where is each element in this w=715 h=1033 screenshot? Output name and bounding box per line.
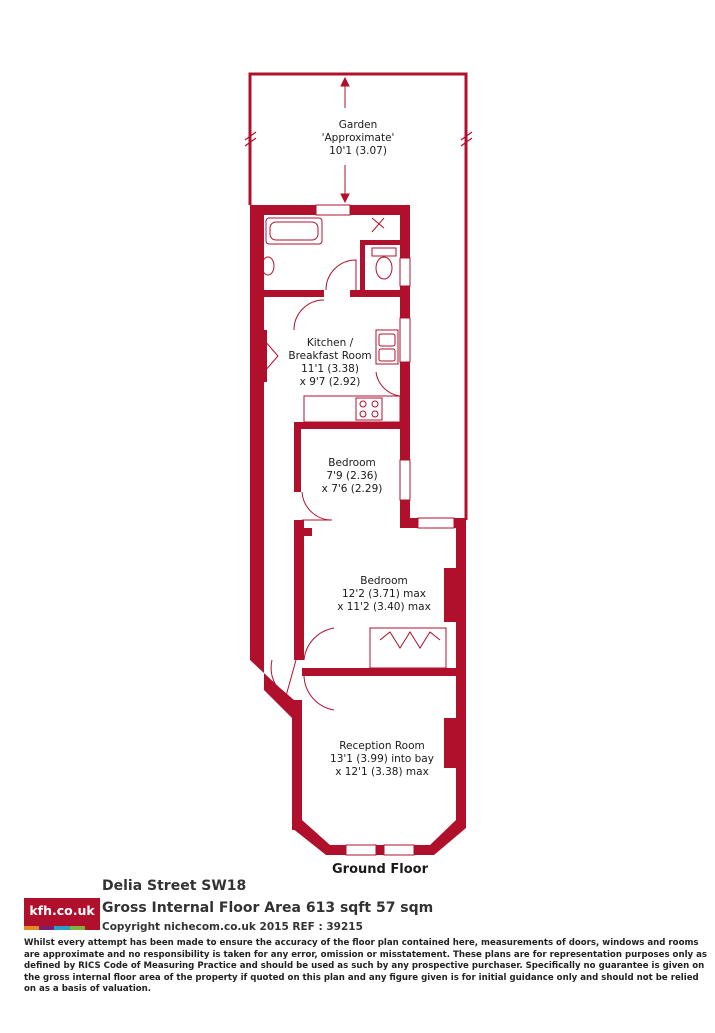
bedroom-large-name: Bedroom: [360, 575, 408, 587]
windows: [315, 204, 455, 856]
worktop: [303, 395, 401, 423]
bedroom-large-dims: 12'2 (3.71) max: [342, 588, 426, 600]
sink-icon: [375, 329, 399, 365]
logo-bar-segment: [24, 926, 40, 930]
toilet-icon: [371, 247, 397, 257]
property-area: Gross Internal Floor Area 613 sqft 57 sq…: [102, 900, 434, 916]
garden-dimension-arrow: [340, 76, 350, 204]
bedroom-small-dims: 7'9 (2.36): [326, 470, 377, 482]
logo-text: kfh.co.uk: [29, 903, 95, 918]
logo-bar-segment: [69, 926, 85, 930]
internal-walls: [264, 240, 466, 676]
garden-outline: [248, 72, 468, 520]
garden-note: 'Approximate': [322, 132, 395, 144]
logo-bar-segment: [54, 926, 70, 930]
hob-icon: [355, 397, 383, 421]
kfh-logo: kfh.co.uk: [24, 898, 101, 930]
bedroom-small-dims-2: x 7'6 (2.29): [322, 483, 383, 495]
kitchen-name: Kitchen /: [307, 337, 354, 349]
garden-dims: 10'1 (3.07): [329, 145, 387, 157]
garden-break-marks: [244, 131, 473, 147]
copyright: Copyright nichecom.co.uk 2015 REF : 3921…: [102, 921, 363, 933]
bedroom-large-dims-2: x 11'2 (3.40) max: [337, 601, 431, 613]
fixtures: [261, 217, 447, 711]
logo-bar-segment: [39, 926, 55, 930]
reception-name: Reception Room: [339, 740, 425, 752]
logo-bar-segment: [84, 926, 101, 930]
kitchen-name-2: Breakfast Room: [288, 350, 371, 362]
floor-plan: Garden 'Approximate' 10'1 (3.07) Kitchen…: [244, 72, 473, 856]
bedroom-small-name: Bedroom: [328, 457, 376, 469]
reception-dims-2: x 12'1 (3.38) max: [335, 766, 429, 778]
kitchen-dims: 11'1 (3.38): [301, 363, 359, 375]
disclaimer: Whilst every attempt has been made to en…: [24, 938, 708, 994]
basin-icon: [261, 256, 275, 276]
floor-name: Ground Floor: [332, 862, 428, 877]
kitchen-dims-2: x 9'7 (2.92): [300, 376, 361, 388]
wardrobe: [369, 627, 447, 669]
reception-dims: 13'1 (3.99) into bay: [330, 753, 434, 765]
bath-icon: [265, 217, 323, 245]
property-address: Delia Street SW18: [102, 878, 247, 894]
garden-name: Garden: [339, 119, 377, 131]
logo-color-bar: [24, 926, 101, 930]
